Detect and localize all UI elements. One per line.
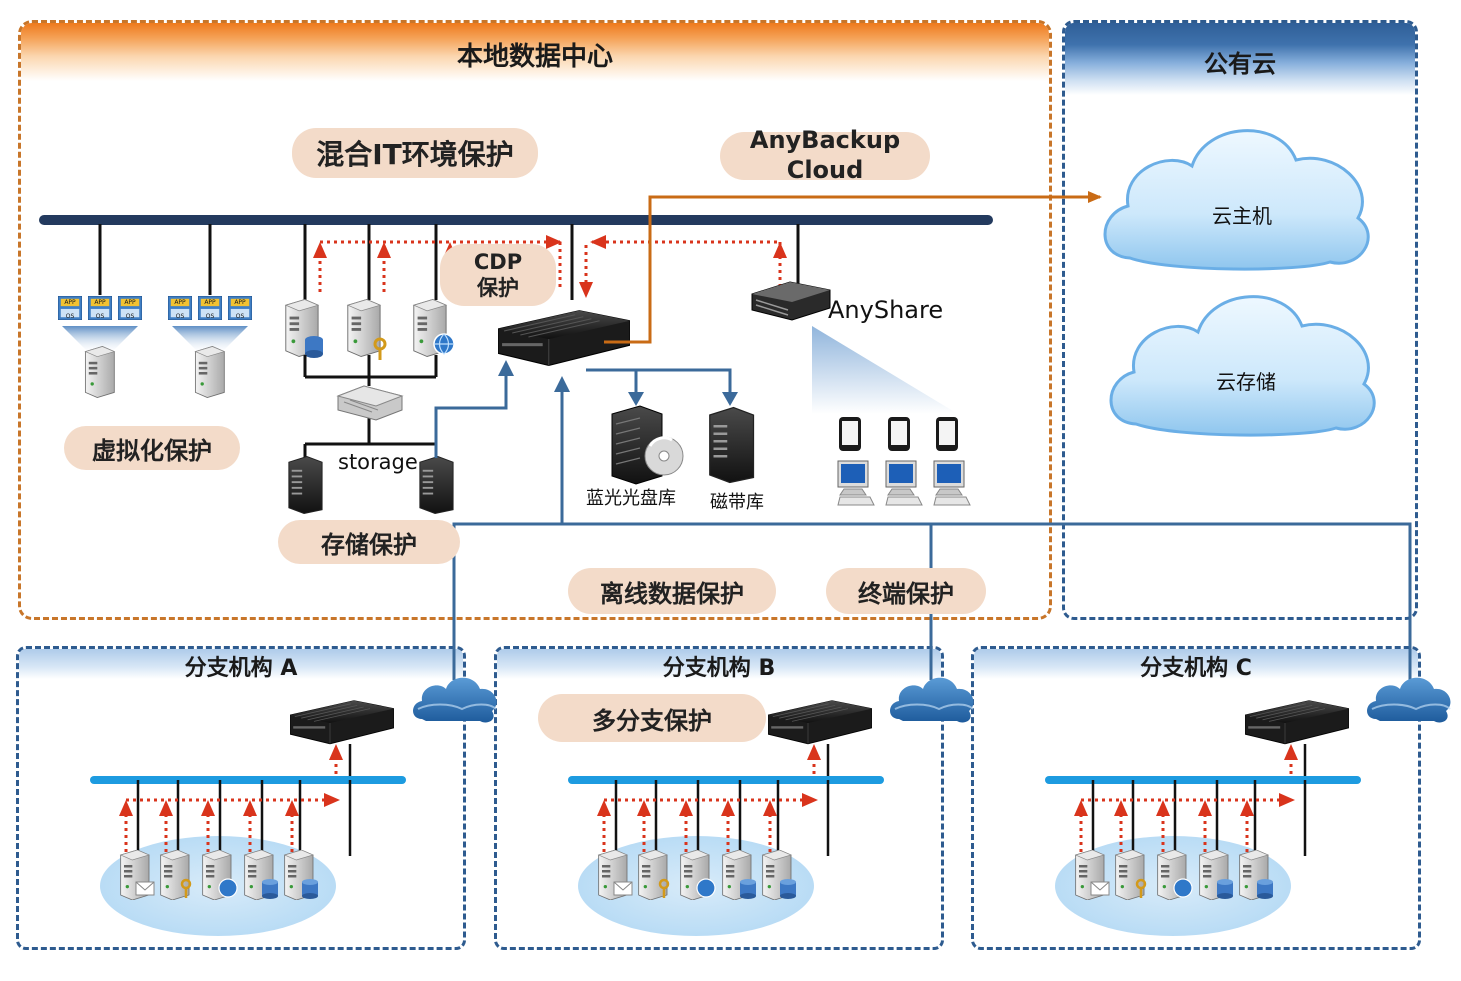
vm-host-1 <box>58 296 142 398</box>
svg-text:APP: APP <box>204 299 216 306</box>
smartphone-icon <box>839 417 861 451</box>
svg-text:APP: APP <box>124 299 136 306</box>
cloud-storage-label: 云存储 <box>1216 370 1276 394</box>
cloud-storage-icon <box>1109 295 1376 437</box>
storage-tower-icon <box>288 455 323 515</box>
bluray-library-icon <box>611 405 684 485</box>
offline-media-arrows <box>628 392 738 406</box>
storage-tower-icon <box>419 455 454 515</box>
tape-library-label: 磁带库 <box>710 492 764 513</box>
vm-server-icon <box>84 346 115 398</box>
desktop-pc-icon <box>885 460 923 506</box>
svg-text:OS: OS <box>176 313 185 320</box>
storage-switch-icon <box>336 385 404 421</box>
public-cloud-frame <box>1062 20 1418 620</box>
svg-text:OS: OS <box>96 313 105 320</box>
datacenter-title: 本地数据中心 <box>456 42 614 72</box>
svg-text:OS: OS <box>126 313 135 320</box>
branch-a-network <box>90 700 406 936</box>
vm-server-icon <box>194 346 225 398</box>
anyshare-label: AnyShare <box>828 296 944 324</box>
svg-text:OS: OS <box>236 313 245 320</box>
branch-c-frame <box>971 646 1421 950</box>
cdp-protection-label: CDP 保护 <box>440 244 556 306</box>
cloud-host-icon <box>1103 129 1370 271</box>
svg-text:APP: APP <box>174 299 186 306</box>
smartphone-icon <box>888 417 910 451</box>
rack-server-icon <box>751 281 831 321</box>
cdp-line2: 保护 <box>477 276 519 300</box>
cloud-icon <box>888 676 975 724</box>
branch-b-network <box>568 700 884 936</box>
branch-a-frame <box>16 646 466 950</box>
bluray-library-label: 蓝光光盘库 <box>586 488 676 509</box>
branch-a-title: 分支机构 A <box>184 656 298 681</box>
local-datacenter-frame <box>18 20 1052 620</box>
cloud-icon <box>411 676 498 724</box>
svg-text:APP: APP <box>64 299 76 306</box>
branch-c-network <box>1045 700 1361 936</box>
appliance-up-arrows <box>498 360 570 392</box>
public-cloud-title: 公有云 <box>1204 50 1276 78</box>
endpoint-protection-label: 终端保护 <box>826 568 986 614</box>
backup-appliance-icon <box>1245 700 1349 745</box>
cdp-line1: CDP <box>473 250 523 274</box>
cloud-host-label: 云主机 <box>1212 204 1272 228</box>
svg-text:APP: APP <box>234 299 246 306</box>
anybackup-line2: Cloud <box>786 156 864 184</box>
backup-appliance-icon <box>498 310 630 366</box>
storage-to-appliance-link <box>434 372 508 458</box>
branch-c-title: 分支机构 C <box>1140 656 1252 681</box>
branch-b-frame <box>494 646 944 950</box>
svg-text:OS: OS <box>66 313 75 320</box>
offline-media-links <box>586 368 732 396</box>
desktop-pc-icon <box>933 460 971 506</box>
smartphone-icon <box>936 417 958 451</box>
desktop-pc-icon <box>837 460 875 506</box>
hybrid-it-protection-label: 混合IT环境保护 <box>292 128 538 178</box>
svg-text:APP: APP <box>94 299 106 306</box>
backup-appliance-icon <box>768 700 872 745</box>
storage-protection-label: 存储保护 <box>278 520 460 564</box>
anybackup-cloud-label: AnyBackup Cloud <box>720 126 930 184</box>
anybackup-line1: AnyBackup <box>749 126 901 154</box>
branch-internals <box>90 700 1361 936</box>
offline-data-protection-label: 离线数据保护 <box>568 568 776 614</box>
branch-b-title: 分支机构 B <box>662 656 776 681</box>
tape-library-icon <box>709 406 755 484</box>
backbone-drops <box>98 224 800 300</box>
vm-chip-labels: APP OS APP OS APP OS APP OS APP OS APP OS <box>64 299 246 320</box>
multi-branch-protection-label: 多分支保护 <box>538 694 766 742</box>
cloud-replication-link <box>604 191 1102 344</box>
backup-appliance-icon <box>290 700 394 745</box>
storage-text: storage <box>338 450 418 474</box>
anyshare-beam <box>812 326 958 414</box>
cloud-icon <box>1365 676 1452 724</box>
vm-host-2 <box>168 296 252 398</box>
svg-text:OS: OS <box>206 313 215 320</box>
virtualization-protection-label: 虚拟化保护 <box>64 426 240 470</box>
